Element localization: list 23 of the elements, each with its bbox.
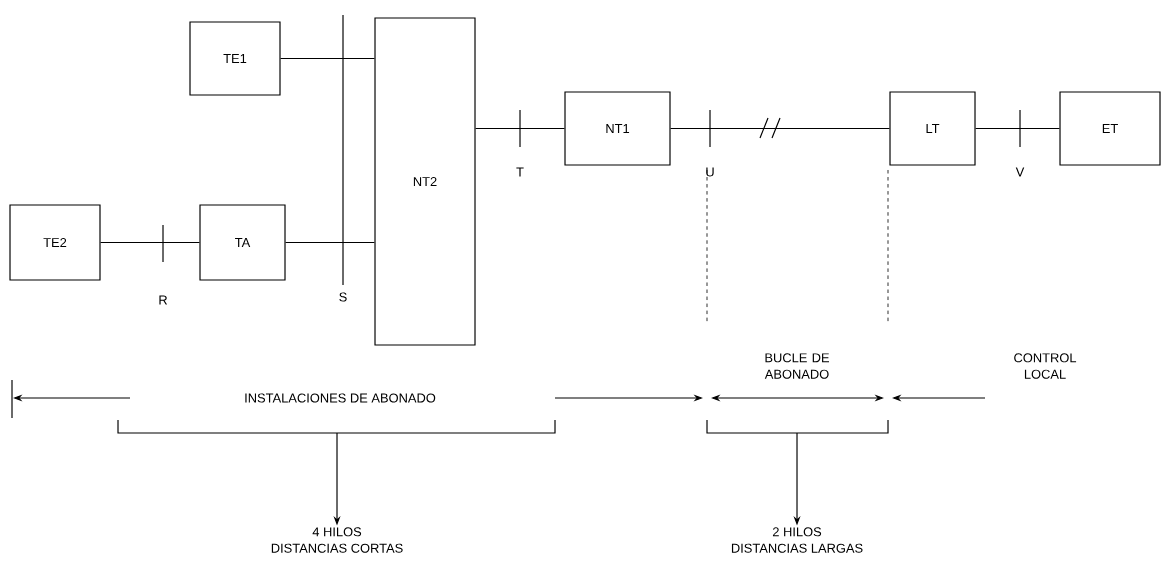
region-label: CONTROL LOCAL — [1005, 352, 1085, 380]
process-box: NT2 — [374, 17, 476, 346]
connector-line — [280, 57, 375, 60]
reference-point-label: V — [1015, 167, 1025, 177]
reference-point-label: S — [339, 292, 347, 302]
reference-point-label: R — [159, 295, 168, 305]
process-box: TA — [199, 204, 286, 281]
connector-line — [285, 241, 375, 244]
reference-point-label: T — [516, 167, 524, 177]
connector-line — [670, 127, 890, 130]
process-box: TE2 — [9, 204, 101, 281]
region-label: BUCLE DE ABONADO — [757, 352, 837, 380]
connector-line — [475, 127, 565, 130]
note-text: 4 HILOS DISTANCIAS CORTAS — [271, 527, 403, 553]
process-box: LT — [889, 91, 976, 166]
process-box: ET — [1059, 91, 1161, 166]
connector-line — [100, 241, 200, 244]
process-box: NT1 — [564, 91, 671, 166]
region-label: INSTALACIONES DE ABONADO — [245, 393, 436, 403]
note-text: 2 HILOS DISTANCIAS LARGAS — [731, 527, 863, 553]
connector-line — [975, 127, 1060, 130]
reference-point-label: U — [706, 167, 714, 177]
process-box: TE1 — [189, 21, 281, 96]
